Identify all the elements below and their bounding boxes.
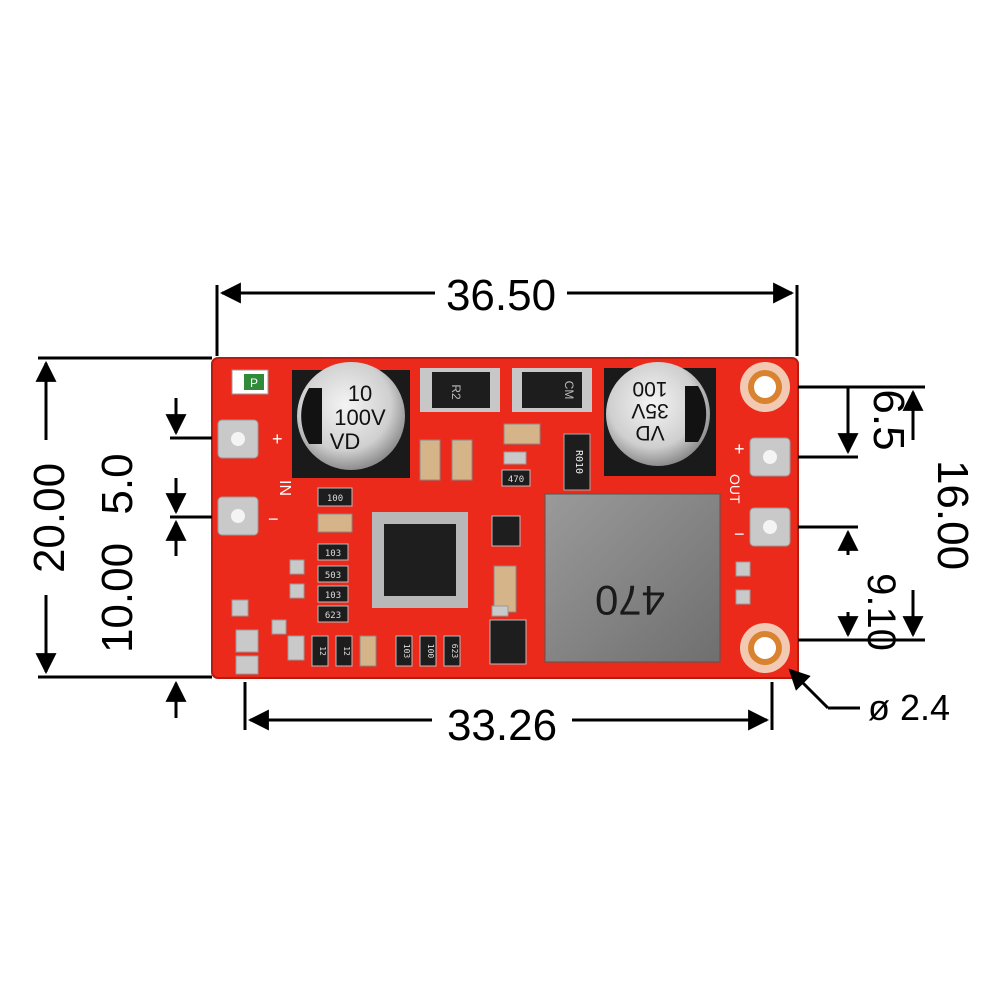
svg-text:103: 103 [325, 549, 341, 559]
svg-text:12: 12 [342, 646, 351, 656]
silk-p-marker: P [231, 369, 269, 395]
svg-text:100: 100 [327, 494, 343, 504]
dim-board-width: 36.50 [219, 271, 795, 320]
dim-right-top-offset: 6.5 [837, 387, 913, 455]
dim-inner-height-label: 10.00 [93, 543, 142, 653]
dim-right-lower-label: 9.10 [859, 573, 903, 651]
svg-text:623: 623 [450, 644, 459, 659]
dim-hole-diameter: ø 2.4 [788, 668, 950, 728]
power-inductor: 470 [544, 493, 721, 663]
transistor-lower [489, 619, 527, 665]
resistor-503: 503 [317, 565, 349, 583]
out-plus-pad [749, 437, 791, 477]
in-minus-pad [217, 496, 259, 536]
in-plus-pad [217, 419, 259, 459]
dim-pin-spacing: 5.0 [93, 398, 187, 556]
transistor-upper [491, 515, 521, 547]
cap-right-line1: VD [635, 421, 664, 444]
shunt-label: R010 [573, 450, 584, 474]
dim-board-height: 20.00 [25, 360, 74, 675]
diode-left: R2 [420, 368, 500, 412]
capacitor-output: VD 35V 100 [604, 362, 716, 476]
extension-lines [38, 285, 925, 730]
dim-hole-diameter-label: ø 2.4 [868, 687, 950, 728]
resistor-103-a: 103 [317, 543, 349, 561]
dim-hole-spacing: 33.26 [247, 701, 770, 750]
resistor-623: 623 [317, 605, 349, 623]
inductor-label: 470 [595, 577, 665, 624]
in-plus-label: + [272, 429, 283, 449]
out-minus-pad [749, 507, 791, 547]
diode-right-label: CM [562, 381, 576, 400]
resistor-470: 470 [501, 469, 531, 487]
svg-text:103: 103 [402, 644, 411, 659]
cap-right-line2: 35V [631, 399, 668, 422]
out-plus-label: + [734, 439, 745, 459]
dim-right-top-offset-label: 6.5 [864, 389, 913, 450]
svg-text:623: 623 [325, 611, 341, 621]
misc-pads [231, 451, 751, 675]
dim-right-span: 16.00 [902, 389, 977, 638]
cap-left-line3: VD [330, 429, 361, 454]
dim-pin-spacing-label: 5.0 [93, 453, 142, 514]
diode-right: CM [512, 368, 592, 412]
svg-text:503: 503 [325, 571, 341, 581]
dim-right-span-label: 16.00 [928, 460, 977, 570]
mounting-hole-bottom [740, 623, 790, 673]
dim-inner-height: 10.00 [93, 543, 187, 718]
resistor-103-b: 103 [317, 585, 349, 603]
svg-text:P: P [250, 376, 258, 390]
capacitor-input: 10 100V VD [292, 362, 410, 478]
resistor-row-bottom: 12 12 103 100 623 [311, 635, 461, 667]
out-minus-label: − [734, 524, 745, 544]
svg-text:100: 100 [426, 644, 435, 659]
in-label: IN [276, 480, 293, 496]
dim-board-width-label: 36.50 [446, 271, 556, 320]
resistor-100: 100 [317, 487, 353, 507]
dim-board-height-label: 20.00 [25, 463, 74, 573]
shunt-resistor: R010 [563, 433, 591, 491]
dim-hole-spacing-label: 33.26 [447, 701, 557, 750]
pcb-board: P + IN − + OUT − 10 100V VD VD 35V 100 [211, 357, 799, 679]
controller-ic [372, 512, 468, 608]
svg-text:12: 12 [318, 646, 327, 656]
mounting-hole-top [740, 362, 790, 412]
in-minus-label: − [268, 509, 279, 529]
dim-right-lower: 9.10 [837, 529, 903, 651]
cap-left-line2: 100V [334, 405, 386, 430]
cap-right-line3: 100 [632, 377, 667, 400]
svg-text:103: 103 [325, 591, 341, 601]
svg-text:470: 470 [508, 475, 524, 485]
diode-left-label: R2 [449, 384, 463, 400]
out-label: OUT [727, 474, 743, 504]
cap-left-line1: 10 [348, 381, 372, 406]
ceramic-capacitors [317, 423, 541, 613]
